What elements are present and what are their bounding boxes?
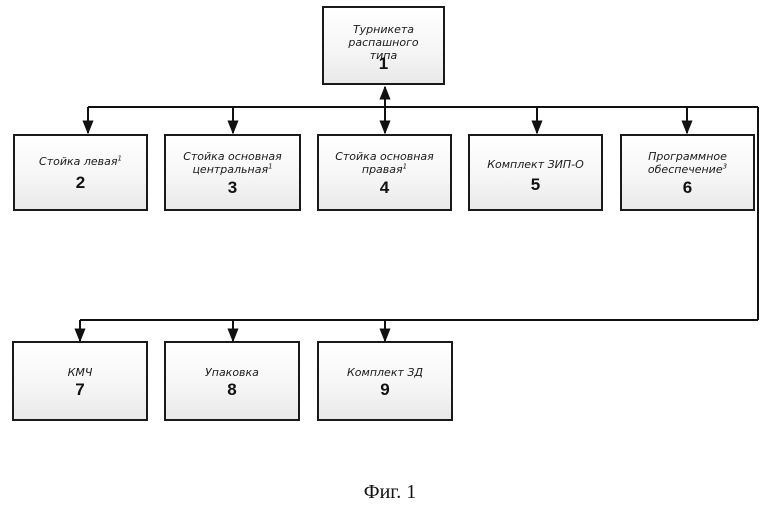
node-label: Комплект ЗИП-О — [470, 158, 601, 171]
node-number: 5 — [470, 176, 601, 194]
node-label: Стойка основная правая1 — [319, 150, 450, 176]
node-label: Стойка основная центральная1 — [166, 150, 299, 176]
node-number: 9 — [319, 381, 451, 399]
node-number: 7 — [14, 381, 146, 399]
node-6: Программное обеспечение3 6 — [620, 134, 755, 211]
node-number: 1 — [324, 55, 443, 73]
node-label: Комплект ЗД — [319, 366, 451, 379]
node-number: 3 — [166, 179, 299, 197]
node-8: Упаковка 8 — [164, 341, 300, 421]
node-number: 4 — [319, 179, 450, 197]
node-label: КМЧ — [14, 366, 146, 379]
node-7: КМЧ 7 — [12, 341, 148, 421]
node-number: 8 — [166, 381, 298, 399]
node-9: Комплект ЗД 9 — [317, 341, 453, 421]
node-number: 6 — [622, 179, 753, 197]
node-3: Стойка основная центральная1 3 — [164, 134, 301, 211]
node-label: Упаковка — [166, 366, 298, 379]
node-5: Комплект ЗИП-О 5 — [468, 134, 603, 211]
node-1: Турникета распашного типа 1 — [322, 6, 445, 85]
node-2: Стойка левая1 2 — [13, 134, 148, 211]
node-label: Стойка левая1 — [15, 155, 146, 168]
figure-caption: Фиг. 1 — [0, 481, 780, 504]
node-4: Стойка основная правая1 4 — [317, 134, 452, 211]
node-label: Программное обеспечение3 — [622, 150, 753, 176]
node-number: 2 — [15, 174, 146, 192]
